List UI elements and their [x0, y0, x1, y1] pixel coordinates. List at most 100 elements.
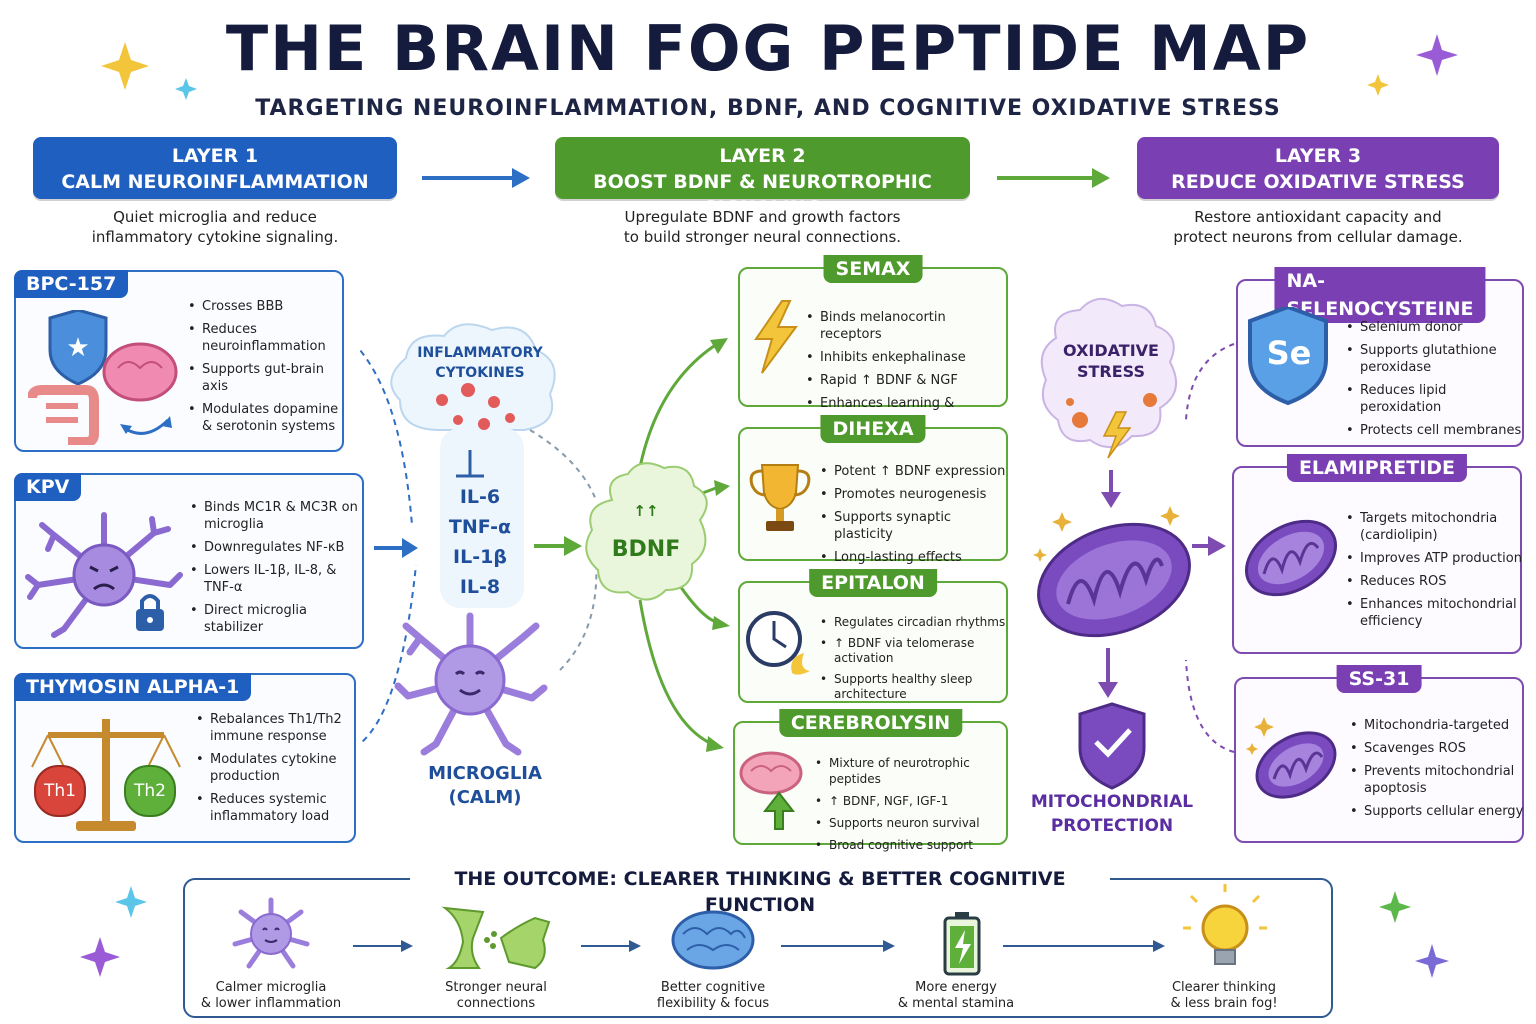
- dihexa-effects: Potent ↑ BDNF expression Promotes neurog…: [820, 463, 1006, 572]
- sparkle-icon: [115, 886, 147, 918]
- card-cerebrolysin: CEREBROLYSIN Mixture of neurotrophic pep…: [733, 709, 1008, 853]
- protection-shield-icon: [1078, 702, 1146, 790]
- gut-brain-icon: ★: [28, 310, 178, 445]
- mitochondrion-icon: [1246, 717, 1337, 799]
- sparkle-icon: [1379, 891, 1411, 923]
- cytokine-il-6: IL-6: [459, 486, 501, 508]
- dashed-arrow-icon: [1185, 343, 1235, 421]
- cytokine-tnf-alpha: TNF-α: [448, 516, 512, 538]
- sparkle-icon: [1415, 944, 1449, 978]
- outcome-step-clearer-thinking: Clearer thinking& less brain fog!: [1170, 980, 1278, 1011]
- card-title: EPITALON: [809, 569, 937, 597]
- card-title: BPC-157: [14, 270, 129, 298]
- cerebrolysin-effects: Mixture of neurotrophic peptides ↑ BDNF,…: [815, 755, 1007, 859]
- arrow-right-icon: [1192, 536, 1226, 556]
- card-semax: SEMAX Binds melanocortin receptors Inhib…: [738, 255, 1008, 428]
- bdnf-cloud-icon: [585, 462, 708, 601]
- arrow-right-icon: [422, 168, 530, 188]
- sparkle-icon: [80, 937, 120, 977]
- mitochondrion-icon: [1244, 519, 1338, 597]
- card-title: THYMOSIN ALPHA-1: [14, 673, 252, 701]
- th1-badge: Th1: [34, 765, 86, 817]
- microglia-label: MICROGLIA(CALM): [428, 763, 542, 808]
- inhibit-icon: [456, 450, 484, 478]
- arrow-right-icon: [997, 168, 1110, 188]
- bdnf-label: BDNF: [611, 537, 681, 562]
- page-subtitle: TARGETING NEUROINFLAMMATION, BDNF, AND C…: [255, 96, 1281, 121]
- lightning-icon: [1102, 411, 1132, 459]
- card-ss-31: SS-31 Mitochondria-targeted Scavenges RO…: [1234, 665, 1524, 843]
- cytokine-list: IL-6 TNF-α IL-1β IL-8: [425, 482, 535, 602]
- dashed-arrow-icon: [360, 564, 417, 745]
- card-bpc-157: BPC-157 ★ Crosses BBB Reduces neuroinfla…: [14, 270, 344, 452]
- free-radical-icon: [1066, 393, 1157, 428]
- layer-flow-arrows: [422, 168, 1110, 188]
- card-thymosin-alpha-1: THYMOSIN ALPHA-1 Th1 Th2 Rebalances Th1/…: [14, 673, 356, 843]
- ss-31-effects: Mitochondria-targeted Scavenges ROS Prev…: [1350, 717, 1524, 826]
- cytokine-microglia-column: [360, 323, 598, 756]
- oxidative-cloud-icon: [1040, 298, 1178, 448]
- synapse-icon: [441, 906, 551, 970]
- card-title: ELAMIPRETIDE: [1286, 454, 1468, 482]
- sparkle-icon: [1416, 34, 1458, 76]
- card-title: SS-31: [1336, 665, 1422, 693]
- cytokine-il-1b: IL-1β: [453, 546, 507, 568]
- na-selenocysteine-effects: Selenium donor Supports glutathione pero…: [1346, 319, 1524, 445]
- card-elamipretide: ELAMIPRETIDE Targets mitochondria (cardi…: [1232, 454, 1522, 654]
- card-kpv: KPV Binds MC1R & MC3R on microglia Downr…: [14, 473, 364, 649]
- trophy-icon: [749, 464, 811, 531]
- cytokine-particles-icon: [436, 383, 515, 430]
- card-title: SEMAX: [823, 255, 923, 283]
- calm-microglia-icon: [232, 897, 310, 969]
- lightbulb-icon: [1183, 884, 1267, 965]
- card-dihexa: DIHEXA Potent ↑ BDNF expression Promotes…: [738, 415, 1008, 566]
- calm-microglia-icon: [394, 612, 548, 756]
- brain-icon: [671, 910, 755, 970]
- sparkle-icon: [101, 42, 149, 90]
- balance-scale-icon: [31, 719, 181, 831]
- card-epitalon: EPITALON Regulates circadian rhythms ↑ B…: [738, 569, 1008, 723]
- card-title: DIHEXA: [820, 415, 926, 443]
- outcome-step-calmer-microglia: Calmer microglia& lower inflammation: [200, 980, 342, 1011]
- arrow-right-icon: [581, 940, 641, 952]
- arrow-right-icon: [534, 536, 582, 556]
- selenium-badge: Se: [1266, 334, 1312, 372]
- dashed-arrow-icon: [529, 429, 597, 501]
- clock-moon-icon: [746, 611, 810, 675]
- th2-badge: Th2: [124, 765, 176, 817]
- dashed-arrow-icon: [1185, 659, 1235, 753]
- arrow-down-icon: [1101, 470, 1121, 508]
- mitochondrion-icon: [1037, 522, 1191, 638]
- outcome-title: THE OUTCOME: CLEARER THINKING & BETTER C…: [410, 866, 1110, 918]
- sparkle-icon: [175, 78, 197, 100]
- brain-growth-icon: [739, 751, 803, 830]
- dashed-arrow-icon: [559, 559, 598, 671]
- kpv-effects: Binds MC1R & MC3R on microglia Downregul…: [190, 499, 362, 642]
- arrow-right-icon: [1003, 940, 1165, 952]
- agitated-microglia-icon: [25, 512, 183, 638]
- battery-icon: [943, 912, 981, 976]
- selenium-shield-icon: [1248, 307, 1328, 406]
- sparkle-icon: [1367, 74, 1389, 96]
- arrow-right-icon: [781, 940, 895, 952]
- thymosin-effects: Rebalances Th1/Th2 immune response Modul…: [196, 711, 356, 831]
- outcome-step-energy: More energy& mental stamina: [897, 980, 1015, 1011]
- svg-text:★: ★: [66, 333, 89, 363]
- lightning-icon: [754, 300, 798, 374]
- arrow-right-icon: [374, 538, 418, 558]
- bdnf-arrows: ↑↑: [633, 502, 659, 520]
- bpc-157-effects: Crosses BBB Reduces neuroinflammation Su…: [188, 298, 344, 441]
